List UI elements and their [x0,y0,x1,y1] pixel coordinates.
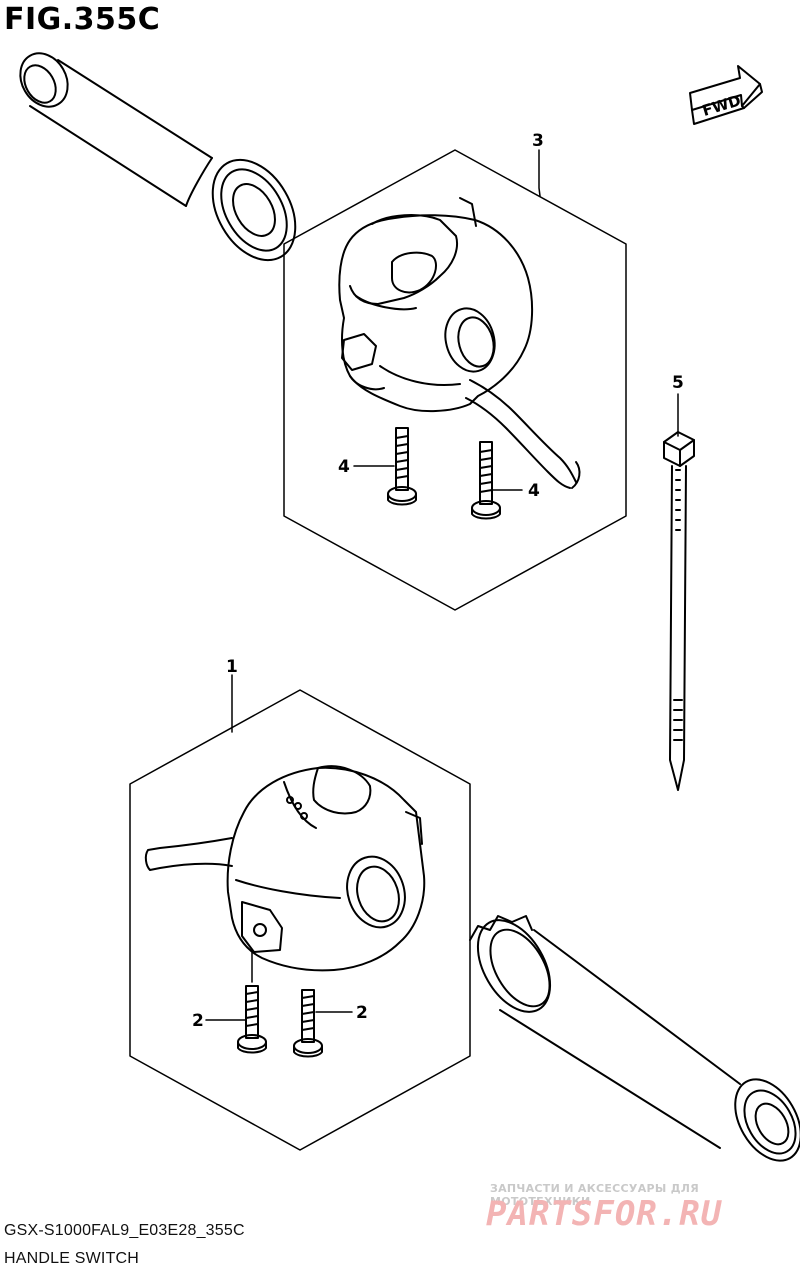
section-name: HANDLE SWITCH [4,1250,140,1267]
callout-number-3: 3 [532,131,544,151]
callout-frame-3 [283,149,627,611]
screw-4-left [387,427,417,506]
callout-number-4-right: 4 [528,481,540,501]
callout-frame-1 [129,689,471,1151]
callout-number-1: 1 [226,657,238,677]
screw-2-right [293,989,323,1058]
screw-4-right [471,441,501,520]
watermark-tagline: ЗАПЧАСТИ И АКСЕССУАРЫ ДЛЯ МОТОТЕХНИКИ [490,1182,700,1208]
callout-number-2-left: 2 [192,1011,204,1031]
fwd-arrow-badge [689,65,763,125]
screw-2-left [237,985,267,1054]
leader-3 [538,149,541,197]
left-grip [19,52,297,262]
left-handle-switch [144,765,426,972]
callout-number-4-left: 4 [338,457,350,477]
watermark-site: PARTSFOR.RU [486,1194,723,1234]
callout-number-5: 5 [672,373,684,393]
callout-number-2-right: 2 [356,1003,368,1023]
right-handle-switch [338,197,581,489]
figure-title: FIG.355C [4,2,161,37]
leader-lines [205,149,679,1021]
cable-tie [663,431,695,791]
right-grip [469,915,800,1162]
model-code: GSX-S1000FAL9_E03E28_355C [4,1222,245,1239]
